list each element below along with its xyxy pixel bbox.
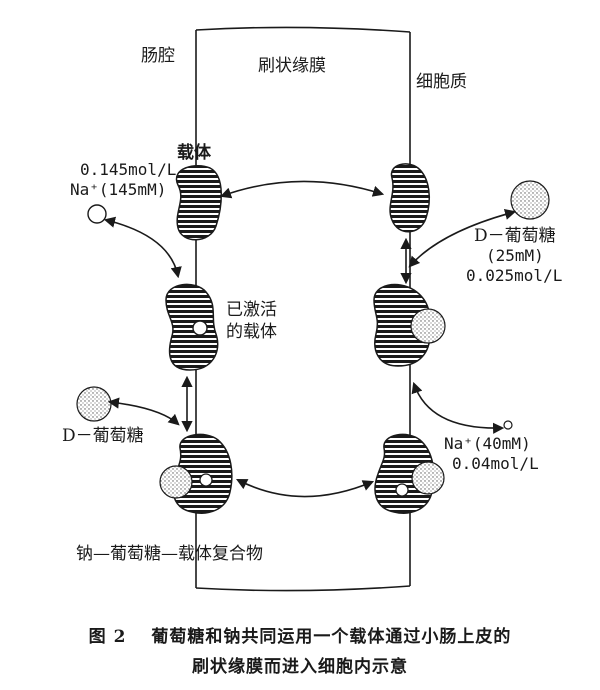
na-outside-concentration: 0.145mol/L bbox=[80, 160, 177, 179]
glucose-inside-concentration: 0.025mol/L bbox=[466, 266, 563, 285]
arrow-glucose-binding bbox=[107, 397, 180, 426]
complex-carrier-right bbox=[374, 433, 445, 514]
sodium-bound-left bbox=[199, 473, 213, 487]
arrow-glucose-release bbox=[408, 208, 517, 268]
lumen-label: 肠腔 bbox=[141, 46, 175, 66]
glucose-inside-free bbox=[510, 180, 550, 220]
glucose-outside-label: D－葡萄糖 bbox=[62, 426, 144, 446]
sodium-ion-bound bbox=[192, 320, 208, 336]
figure-caption-line2: 刷状缘膜而进入细胞内示意 bbox=[192, 657, 408, 677]
sodium-ion-inside-free bbox=[503, 420, 513, 430]
cytoplasm-label: 细胞质 bbox=[416, 72, 467, 92]
complex-label: 钠—葡萄糖—载体复合物 bbox=[76, 544, 263, 564]
carrier-right-with-glucose bbox=[373, 283, 446, 367]
arrow-top-translocation bbox=[219, 180, 385, 199]
glucose-inside-name: D－葡萄糖 bbox=[474, 226, 556, 246]
arrow-bottom-translocation bbox=[236, 478, 375, 498]
carrier-top-right bbox=[389, 163, 431, 233]
membrane-top-edge bbox=[195, 26, 411, 33]
sodium-ion-outside bbox=[87, 204, 107, 224]
sodium-bound-right bbox=[395, 483, 409, 497]
glucose-bound-right bbox=[410, 308, 446, 344]
figure-caption-line1: 图 2 葡萄糖和钠共同运用一个载体通过小肠上皮的 bbox=[88, 627, 512, 647]
reaction-arrows bbox=[103, 180, 517, 498]
glucose-outside-free bbox=[76, 386, 112, 422]
glucose-inside-millimolar: (25mM) bbox=[486, 246, 544, 265]
membrane-label: 刷状缘膜 bbox=[258, 56, 326, 76]
activated-carrier-label-line2: 的载体 bbox=[226, 322, 277, 342]
na-inside-millimolar: Na⁺(40mM) bbox=[444, 434, 531, 453]
na-outside-millimolar: Na⁺(145mM) bbox=[70, 180, 167, 199]
activated-carrier-left bbox=[165, 283, 219, 371]
glucose-bound-right-bottom bbox=[411, 461, 445, 495]
membrane-bottom-edge bbox=[195, 585, 411, 592]
carrier-top-left bbox=[175, 164, 222, 241]
carrier-label: 载体 bbox=[177, 143, 211, 163]
activated-carrier-label-line1: 已激活 bbox=[226, 300, 277, 320]
glucose-bound-left bbox=[159, 465, 193, 499]
arrow-na-binding bbox=[103, 216, 182, 279]
na-inside-concentration: 0.04mol/L bbox=[452, 454, 539, 473]
complex-carrier-left bbox=[159, 433, 233, 514]
arrow-na-release bbox=[411, 381, 505, 434]
